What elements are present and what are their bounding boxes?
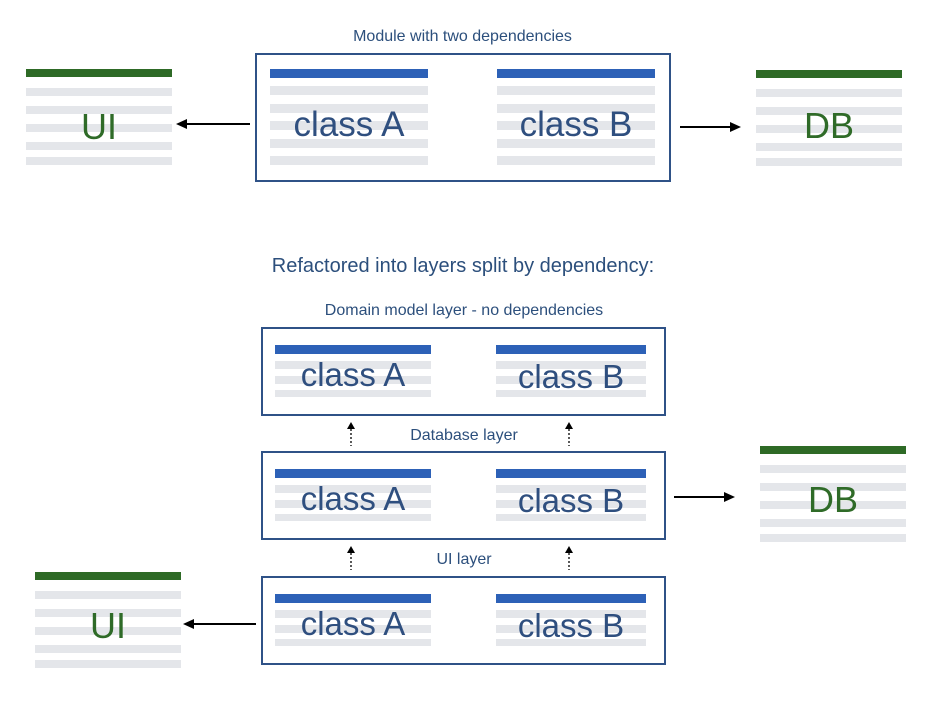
database-layer-caption: Database layer xyxy=(410,427,518,444)
table-header xyxy=(756,70,902,78)
db-table-label: DB xyxy=(803,105,854,146)
ui-class-b: class B xyxy=(496,594,646,646)
refactor-heading: Refactored into layers split by dependen… xyxy=(271,255,655,277)
ui-layer-caption: UI layer xyxy=(436,551,492,568)
ui-table-top: UI xyxy=(26,69,172,165)
database-class-b-label: class B xyxy=(517,482,625,519)
db-table-top: DB xyxy=(756,70,902,166)
database-class-a: class A xyxy=(275,469,431,521)
class-b-label: class B xyxy=(519,105,633,144)
table-header xyxy=(760,446,906,454)
arrow-to-db-bottom xyxy=(674,492,735,502)
ui-table-label: UI xyxy=(81,106,117,147)
domain-layer-frame: class A class B xyxy=(261,327,666,416)
ui-class-b-label: class B xyxy=(517,607,625,644)
domain-class-a: class A xyxy=(275,345,431,397)
dotted-arrow-up-right-2 xyxy=(565,546,573,570)
ui-class-a: class A xyxy=(275,594,431,646)
domain-class-b: class B xyxy=(496,345,646,397)
class-a-label: class A xyxy=(293,105,405,144)
module-title: Module with two dependencies xyxy=(353,28,572,45)
class-b: class B xyxy=(497,69,655,165)
ui-class-a-label: class A xyxy=(300,605,406,642)
dotted-arrow-up-left xyxy=(347,422,355,446)
ui-table-bottom-label: UI xyxy=(90,605,126,646)
database-class-a-label: class A xyxy=(300,480,406,517)
domain-class-a-label: class A xyxy=(300,356,406,393)
db-table-bottom-label: DB xyxy=(807,479,858,520)
database-layer-frame: class A class B xyxy=(261,451,666,540)
table-header xyxy=(26,69,172,77)
arrow-to-db xyxy=(680,122,741,132)
domain-layer-caption: Domain model layer - no dependencies xyxy=(324,302,604,319)
ui-table-bottom: UI xyxy=(35,572,181,668)
dotted-arrow-up-left-2 xyxy=(347,546,355,570)
arrow-to-ui xyxy=(176,119,250,129)
class-a: class A xyxy=(270,69,428,165)
module-frame: class A class B xyxy=(255,53,671,182)
database-class-b: class B xyxy=(496,469,646,521)
domain-class-b-label: class B xyxy=(517,358,625,395)
dotted-arrow-up-right xyxy=(565,422,573,446)
table-header xyxy=(35,572,181,580)
arrow-to-ui-bottom xyxy=(183,619,256,629)
db-table-bottom: DB xyxy=(760,446,906,542)
ui-layer-frame: class A class B xyxy=(261,576,666,665)
